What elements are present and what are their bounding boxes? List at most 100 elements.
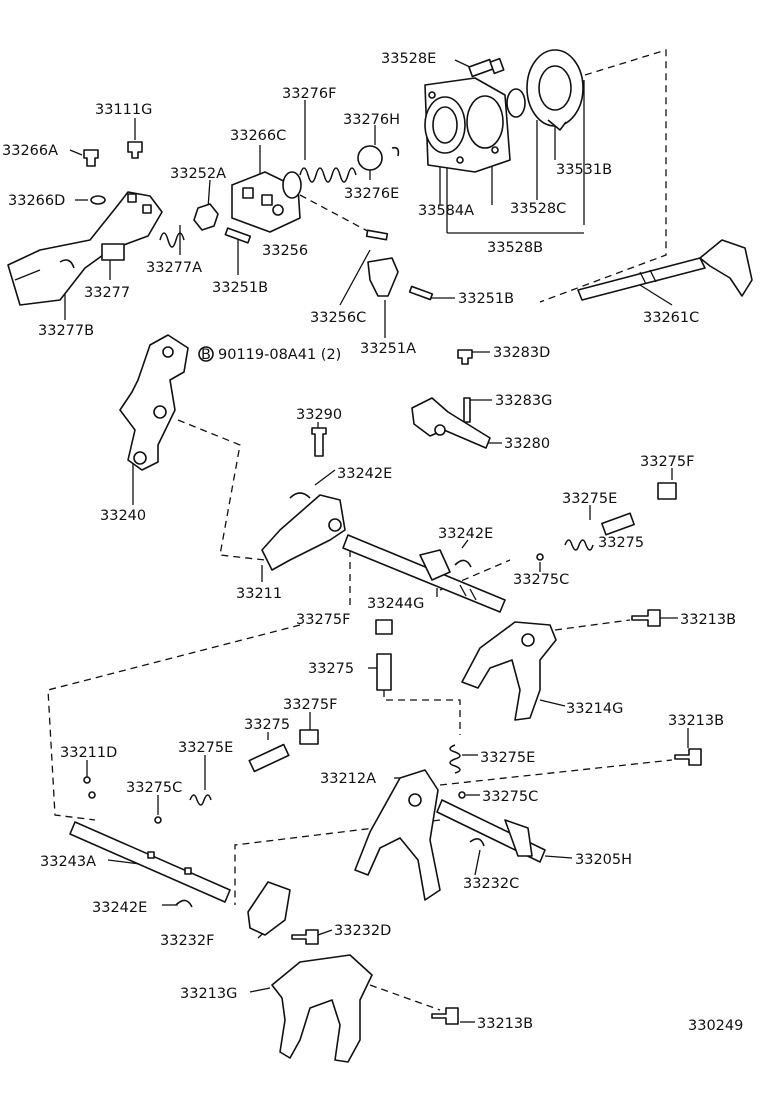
label-33275E-c: 33275E <box>480 750 535 766</box>
ball-33211D-a-drawing <box>83 776 91 784</box>
label-33275E-b: 33275E <box>178 740 233 756</box>
clip-33242E-a-drawing <box>289 492 311 499</box>
pin-33275-c-drawing <box>248 743 290 773</box>
label-33242E-c: 33242E <box>92 900 147 916</box>
label-33290: 33290 <box>296 407 342 423</box>
label-33277: 33277 <box>84 285 130 301</box>
label-33275-a: 33275 <box>598 535 644 551</box>
spring-33275E-c-drawing <box>449 744 461 774</box>
label-33213B-b: 33213B <box>668 713 724 729</box>
housing-33584A-drawing <box>424 77 511 173</box>
label-33276H: 33276H <box>343 112 400 128</box>
cover-33531B-drawing <box>526 49 584 131</box>
clip-33232C-drawing <box>469 838 485 847</box>
label-33211: 33211 <box>236 586 282 602</box>
plug-33275F-b-drawing <box>375 619 393 635</box>
washer-33266D-drawing <box>90 195 106 205</box>
label-33111G: 33111G <box>95 102 152 118</box>
head-33256C-drawing <box>367 257 399 297</box>
label-33277A: 33277A <box>146 260 202 276</box>
label-33277B: 33277B <box>38 323 94 339</box>
label-33213G: 33213G <box>180 986 237 1002</box>
bolt-33213B-b-drawing <box>674 748 702 766</box>
fork-33213G-drawing <box>271 954 373 1063</box>
label-33256: 33256 <box>262 243 308 259</box>
plug-33283D-drawing <box>457 349 473 365</box>
label-33280: 33280 <box>504 436 550 452</box>
shaft-33243A-drawing <box>69 821 231 903</box>
label-33528E: 33528E <box>381 51 436 67</box>
bolt-33528E-drawing <box>468 57 505 78</box>
pin-33275-a-drawing <box>601 512 635 536</box>
label-33242E-b: 33242E <box>438 526 493 542</box>
diagram-code: 330249 <box>688 1018 743 1034</box>
head-33232F-drawing <box>247 881 291 936</box>
spring-33276F-drawing <box>282 145 400 199</box>
shift-head-33280-drawing <box>411 397 491 449</box>
label-33266D: 33266D <box>8 193 65 209</box>
bolt-33213B-a-drawing <box>631 609 661 627</box>
label-33283D: 33283D <box>493 345 550 361</box>
label-33213B-a: 33213B <box>680 612 736 628</box>
fork-33212A-drawing <box>354 769 441 901</box>
label-33212A: 33212A <box>320 771 376 787</box>
bolt-33213B-c-drawing <box>431 1007 459 1025</box>
label-33275F-b: 33275F <box>296 612 350 628</box>
clip-33242E-b-drawing <box>454 559 472 568</box>
shift-rod-33261C-drawing <box>577 239 753 301</box>
label-33232D: 33232D <box>334 923 391 939</box>
plug-33275F-c-drawing <box>299 729 319 745</box>
plug-33277-drawing <box>101 243 125 261</box>
label-33275C-b: 33275C <box>126 780 182 796</box>
pin-33251B-a-drawing <box>224 227 252 244</box>
label-33275E-a: 33275E <box>562 491 617 507</box>
pin-33251B-b-drawing <box>408 285 434 301</box>
ball-33275C-a-drawing <box>536 553 544 561</box>
label-90119-mark: B <box>201 347 211 363</box>
label-33251B-a: 33251B <box>212 280 268 296</box>
label-33283G: 33283G <box>495 393 552 409</box>
plug-33290-drawing <box>311 427 327 457</box>
clip-33277B-drawing <box>59 259 75 269</box>
plug-33275F-a-drawing <box>657 482 677 500</box>
shaft-33205H-drawing <box>436 799 546 863</box>
plug-33266A-drawing <box>83 149 99 167</box>
label-33211D: 33211D <box>60 745 117 761</box>
fork-33214G-drawing <box>461 621 557 721</box>
nut-33252A-drawing <box>193 203 219 231</box>
bolt-mark-90119-drawing <box>198 346 214 362</box>
label-90119-08A41: 90119-08A41 (2) <box>218 347 341 363</box>
pin-33256-drawing <box>365 229 389 241</box>
label-33232F: 33232F <box>160 933 214 949</box>
label-33528C: 33528C <box>510 201 566 217</box>
fork-head-33211-drawing <box>261 494 346 571</box>
clip-33242E-c-drawing <box>175 899 193 908</box>
label-33213B-c: 33213B <box>477 1016 533 1032</box>
label-33242E-a: 33242E <box>337 466 392 482</box>
label-33266C: 33266C <box>230 128 286 144</box>
ball-33275C-c-drawing <box>458 791 466 799</box>
ball-33211D-b-drawing <box>88 791 96 799</box>
spring-33275E-b-drawing <box>189 794 212 806</box>
label-33275C-c: 33275C <box>482 789 538 805</box>
transmission-case-drawing <box>7 191 163 306</box>
dashed-assembly-lines <box>47 49 673 1011</box>
ball-33275C-b-drawing <box>154 816 162 824</box>
label-33275-b: 33275 <box>308 661 354 677</box>
label-33276F: 33276F <box>282 86 336 102</box>
label-33528B: 33528B <box>487 240 543 256</box>
label-33584A: 33584A <box>418 203 474 219</box>
pin-33275-b-drawing <box>376 653 392 691</box>
label-33275F-c: 33275F <box>283 697 337 713</box>
shaft-33244G-drawing <box>342 534 506 613</box>
leader-lines <box>64 59 689 1023</box>
label-33232C: 33232C <box>463 876 519 892</box>
lever-33240-drawing <box>119 334 189 471</box>
spring-33275E-a-drawing <box>564 539 594 551</box>
label-33244G: 33244G <box>367 596 424 612</box>
bolt-33232D-drawing <box>291 929 319 945</box>
label-33531B: 33531B <box>556 162 612 178</box>
label-33275C-a: 33275C <box>513 572 569 588</box>
spring-33277A-drawing <box>159 232 185 248</box>
part-drawings <box>7 49 753 1063</box>
